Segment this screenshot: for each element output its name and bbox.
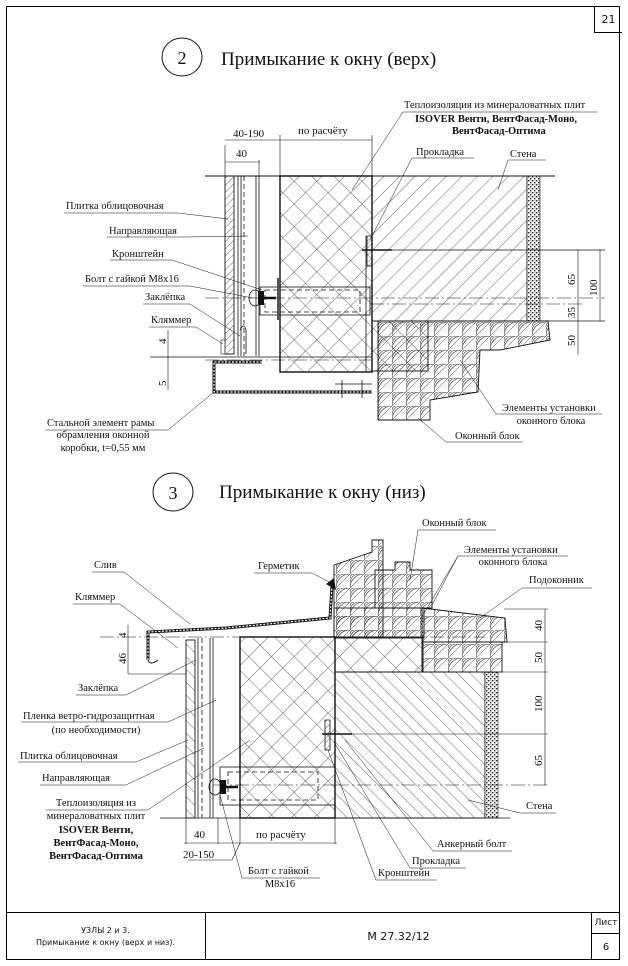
node-3-insulation <box>239 636 336 819</box>
node-2-title: Примыкание к окну (верх) <box>221 49 436 70</box>
node-3-wall <box>334 671 486 819</box>
node-2-label-install-elements-2: оконного блока <box>517 416 586 427</box>
node-3-label-guide: Направляющая <box>42 773 110 784</box>
node-2-dim-35: 35 <box>566 307 578 319</box>
drawing-sheet-frame <box>6 6 620 960</box>
node-3-label-membrane: Пленка ветро-гидрозащитная <box>23 711 155 722</box>
node-2-label-steel-element: Стальной элемент рамы <box>47 418 154 429</box>
node-3-label-install-elements: Элементы установки <box>464 545 558 556</box>
node-2-label-steel-element-3: коробки, t=0,55 мм <box>61 443 146 454</box>
node-2-label-clamp: Кляммер <box>151 315 191 326</box>
node-2-callouts: Теплоизоляция из минераловатных плит ISO… <box>45 100 602 454</box>
node-2-header: 2 Примыкание к окну (верх) <box>161 37 436 77</box>
node-3-label-bolt-2: М8х16 <box>265 879 295 890</box>
node-3-label-membrane-2: (по необходимости) <box>52 725 141 736</box>
node-2-label-gasket: Прокладка <box>416 147 464 158</box>
title-block-description-line-1: УЗЛЫ 2 и 3. <box>81 925 130 935</box>
node-2-dim-tile-width: 40 <box>236 148 248 160</box>
node-3-sealant <box>326 578 336 590</box>
node-2-insulation <box>279 175 373 373</box>
node-3-label-rivet: Заклёпка <box>78 683 118 694</box>
node-3-dim-insulation-width: по расчёту <box>256 829 306 841</box>
title-block-sheet-number: 6 <box>602 941 610 953</box>
node-3-label-install-elements-2: оконного блока <box>479 557 548 568</box>
node-3-dim-100: 100 <box>533 695 545 712</box>
node-3-label-insulation: Теплоизоляция из <box>56 798 136 809</box>
node-2-wall <box>371 175 528 322</box>
node-2-plaster <box>526 175 541 322</box>
node-3-dim-46: 46 <box>117 653 129 665</box>
node-2-label-bolt: Болт с гайкой М8х16 <box>85 274 179 285</box>
node-3-label-wall: Стена <box>526 801 553 812</box>
node-3-dim-40: 40 <box>533 620 545 632</box>
node-3-dim-4: 4 <box>117 632 129 638</box>
node-3-drip <box>147 585 333 660</box>
node-2-label-insulation-brands: ISOVER Венти, ВентФасад-Моно, <box>415 114 577 125</box>
node-2-label-insulation: Теплоизоляция из минераловатных плит <box>404 100 586 111</box>
node-2-dim-5: 5 <box>157 380 169 386</box>
node-3-label-sealant: Герметик <box>258 561 301 572</box>
node-2-label-insulation-brands-2: ВентФасад-Оптима <box>452 126 546 137</box>
node-3-dim-tile-width: 40 <box>194 829 206 841</box>
node-2-dim-4: 4 <box>157 338 169 344</box>
node-3-number: 3 <box>169 483 178 503</box>
node-2-label-guide: Направляющая <box>109 226 177 237</box>
node-2-dim-insulation-width: по расчёту <box>298 125 348 137</box>
node-3-label-insulation-brand-3: ВентФасад-Оптима <box>49 851 143 862</box>
node-3-drawing: 4 46 40 50 100 65 40 по расчёту 20-150 <box>100 539 548 861</box>
node-3-window-block <box>374 561 433 609</box>
node-3-facing-tile <box>185 639 196 819</box>
title-block-description-line-2: Примыкание к окну (верх и низ). <box>35 937 176 947</box>
title-block-description: УЗЛЫ 2 и 3. Примыкание к окну (верх и ни… <box>6 913 206 960</box>
node-3-dim-gap-range: 20-150 <box>183 849 215 861</box>
node-2-facing-tile <box>224 175 235 355</box>
node-2-label-install-elements: Элементы установки <box>502 403 596 414</box>
page-number: 21 <box>594 6 622 33</box>
node-3-label-anchor: Анкерный болт <box>437 839 507 850</box>
node-3-label-insulation-brand-1: ISOVER Венти, <box>59 825 134 836</box>
node-2-dim-gap-range: 40-190 <box>233 128 265 140</box>
node-3-label-window-block: Оконный блок <box>422 518 488 529</box>
title-block-sheet-label: Лист <box>592 913 620 934</box>
node-2-dim-50: 50 <box>566 335 578 347</box>
title-block-sheet: Лист 6 <box>592 913 620 960</box>
node-3-label-sill: Подоконник <box>529 575 585 586</box>
node-2-dim-100: 100 <box>588 279 600 296</box>
node-3-dim-65: 65 <box>533 755 545 767</box>
node-2-label-steel-element-2: обрамления оконной <box>57 430 150 441</box>
node-3-label-insulation-2: минераловатных плит <box>47 811 146 822</box>
node-3-window-sill <box>421 607 508 643</box>
node-3-number-circle <box>152 472 194 512</box>
node-2-label-bracket: Кронштейн <box>112 249 164 260</box>
node-2-drawing: 40-190 по расчёту 40 4 5 65 35 100 50 <box>150 125 605 421</box>
node-2-label-wall: Стена <box>510 149 537 160</box>
node-3-label-tile: Плитка облицовочная <box>20 751 118 762</box>
node-3-dim-50: 50 <box>533 652 545 664</box>
title-block: УЗЛЫ 2 и 3. Примыкание к окну (верх и ни… <box>6 912 620 960</box>
node-3-header: 3 Примыкание к окну (низ) <box>152 472 426 512</box>
title-block-code: М 27.32/12 <box>206 913 592 960</box>
node-2-dim-65: 65 <box>566 274 578 286</box>
node-3-plaster <box>484 671 499 819</box>
node-2-number: 2 <box>178 48 187 68</box>
node-3-label-insulation-brand-2: ВентФасад-Моно, <box>54 838 139 849</box>
node-3-callouts: Оконный блок Элементы установки оконного… <box>18 518 592 890</box>
node-3-label-bolt: Болт с гайкой <box>248 866 309 877</box>
node-3-label-bracket: Кронштейн <box>378 868 430 879</box>
node-3-title: Примыкание к окну (низ) <box>219 482 426 503</box>
node-2-label-rivet: Заклёпка <box>145 292 185 303</box>
node-3-label-clamp: Кляммер <box>75 592 115 603</box>
node-2-number-circle <box>161 37 203 77</box>
node-3-label-gasket: Прокладка <box>412 856 460 867</box>
node-2-label-window-block: Оконный блок <box>455 431 521 442</box>
node-3-label-drip: Слив <box>94 560 117 571</box>
node-2-label-tile: Плитка облицовочная <box>66 201 164 212</box>
